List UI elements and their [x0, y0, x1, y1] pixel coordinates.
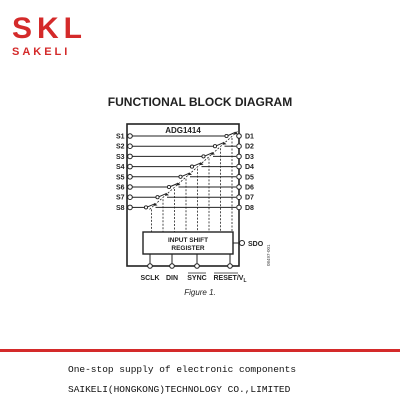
footer-company: SAIKELI(HONGKONG)TECHNOLOGY CO.,LIMITED [68, 384, 291, 395]
bottom-pin [227, 263, 233, 269]
switch-blade [158, 193, 167, 198]
source-label: S8 [116, 205, 125, 212]
bottom-pin [194, 263, 200, 269]
drain-label: D3 [245, 154, 254, 161]
figure-caption: Figure 1. [184, 288, 216, 297]
logo-sub-text: SAKELI [12, 46, 71, 58]
switch-blade [204, 152, 213, 157]
bottom-pin-label: RESET/VL [213, 275, 246, 284]
brand-logo: SKL SAKELI [12, 12, 92, 59]
source-label: S3 [116, 154, 125, 161]
switch-arrow [234, 131, 238, 135]
footer-slogan: One-stop supply of electronic components [68, 364, 297, 375]
drain-label: D6 [245, 185, 254, 192]
source-pin [127, 153, 133, 160]
switch-contact [201, 154, 206, 159]
drain-pin [236, 163, 242, 170]
source-label: S1 [116, 134, 125, 141]
source-pin [127, 174, 133, 180]
source-pin [127, 143, 133, 149]
source-pin [127, 163, 133, 170]
switch-blade [227, 132, 236, 136]
switch-contact [143, 205, 149, 210]
drain-label: D1 [245, 134, 254, 141]
drain-pin [236, 143, 242, 149]
drain-label: D8 [245, 205, 254, 212]
bottom-pin-label: SCLK [140, 275, 159, 282]
chip-name: ADG1414 [165, 126, 201, 135]
sdo-label: SDO [248, 241, 264, 248]
switch-contact [224, 133, 229, 139]
register-label-line2: REGISTER [171, 245, 205, 252]
gang-line [149, 130, 239, 210]
bottom-pin-subscript: L [243, 278, 246, 284]
switch-blade [193, 162, 201, 167]
source-label: S4 [116, 164, 125, 171]
switch-contact [212, 144, 218, 149]
source-pin [127, 184, 133, 190]
control-lines-group [149, 130, 239, 232]
switch-contact [178, 174, 183, 179]
figure-code: 08497-001 [266, 244, 271, 266]
sdo-pin [239, 240, 245, 246]
source-pin [127, 194, 133, 200]
drain-pin [236, 204, 242, 211]
source-label: S6 [116, 185, 125, 192]
drain-label: D7 [245, 195, 254, 202]
switch-contact [166, 184, 172, 190]
source-label: S5 [116, 174, 125, 181]
drain-label: D5 [245, 174, 254, 181]
bottom-pin-label: SYNC [187, 275, 206, 282]
register-label-line1: INPUT SHIFT [168, 237, 208, 244]
diagram-title: FUNCTIONAL BLOCK DIAGRAM [107, 95, 293, 109]
footer-divider [0, 349, 400, 352]
switch-blade [181, 172, 190, 177]
source-pin [127, 133, 133, 139]
source-label: S2 [116, 144, 125, 151]
bottom-pins-group: SCLK DIN SYNC RESET/VL [140, 254, 247, 284]
drain-pin [236, 153, 242, 160]
switch-blade [147, 203, 155, 208]
source-pin [127, 204, 133, 211]
switch-contact [189, 164, 195, 169]
switch-blade [170, 183, 178, 187]
bottom-pin [169, 263, 175, 269]
switch-contact [155, 195, 160, 200]
drain-pin [236, 174, 242, 180]
drain-label: D2 [245, 144, 254, 151]
drain-pin [236, 194, 242, 200]
drain-pin [236, 133, 242, 139]
bottom-pin-label: DIN [166, 275, 178, 282]
source-label: S7 [116, 195, 125, 202]
switch-blade [216, 142, 224, 147]
drain-pin [236, 184, 242, 190]
bottom-pin [147, 263, 153, 269]
logo-main-text: SKL [12, 12, 87, 45]
drain-label: D4 [245, 164, 254, 171]
